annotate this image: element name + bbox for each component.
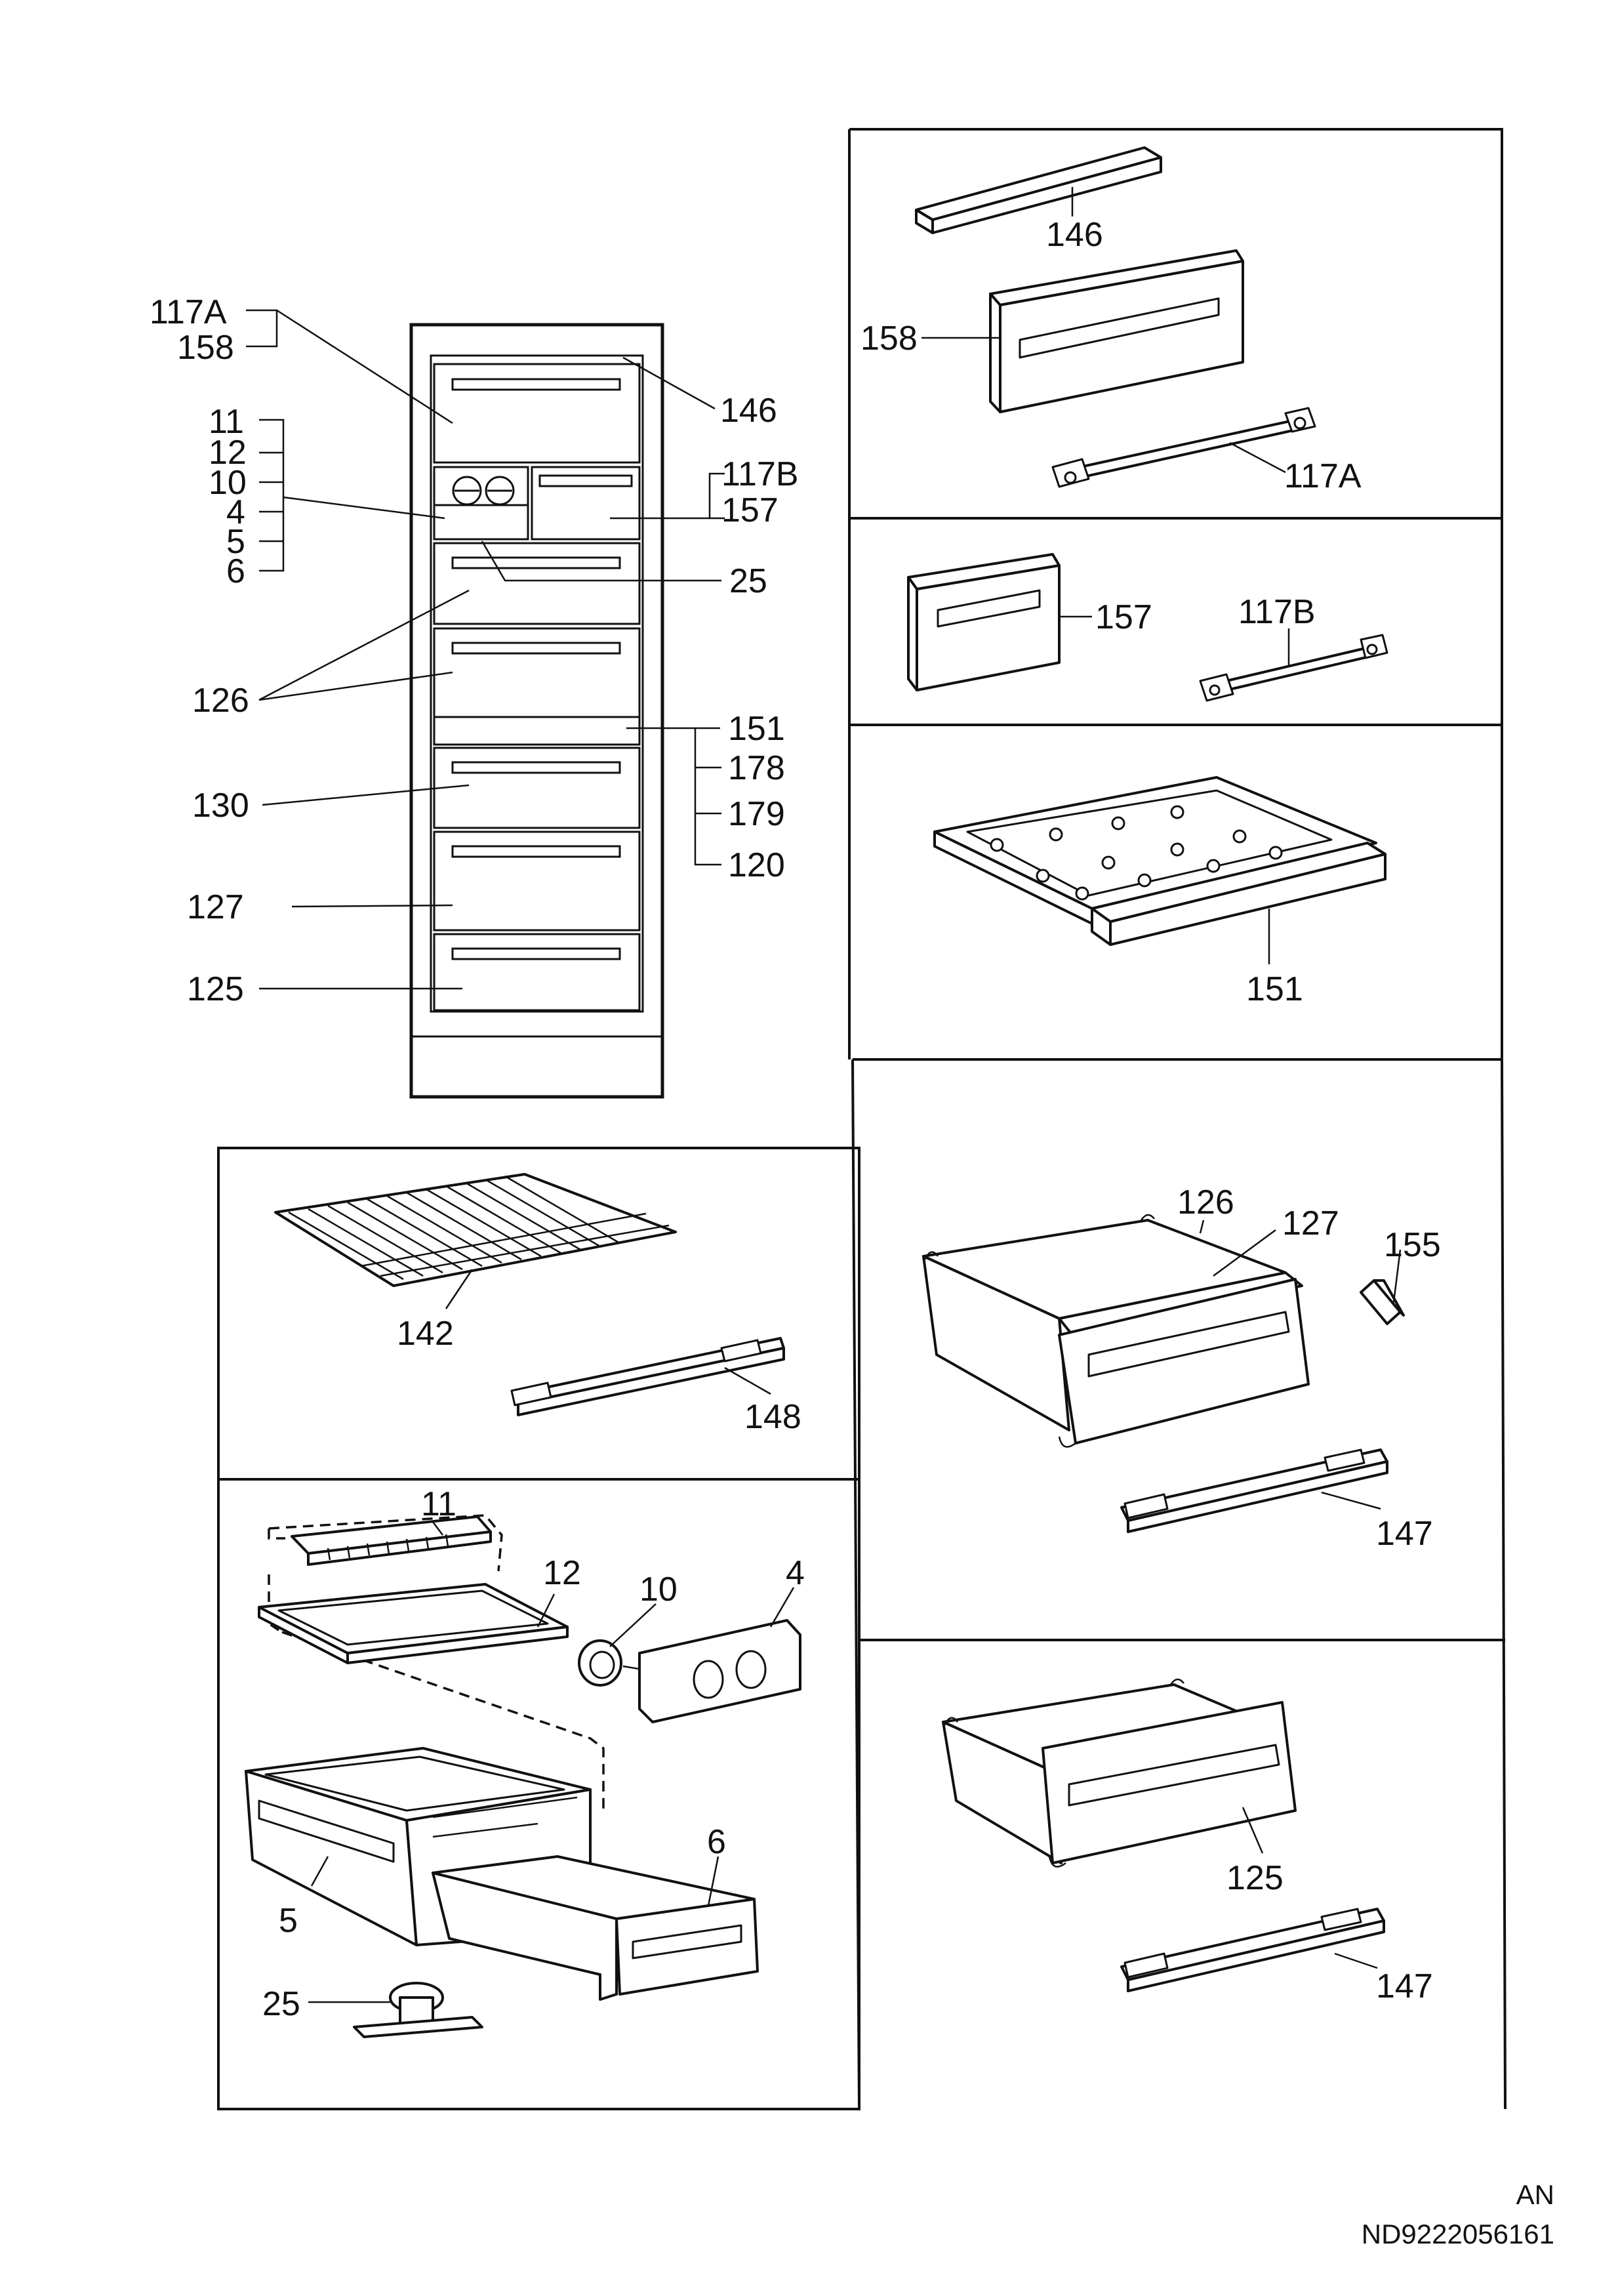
label-12-panel: 12 — [543, 1554, 581, 1592]
label-117B: 117B — [721, 455, 799, 493]
label-130: 130 — [192, 787, 249, 825]
label-158: 158 — [177, 329, 234, 367]
panel-control-assembly: 11 12 10 4 6 5 25 — [245, 1485, 805, 2038]
wire-shelf-bars — [288, 1175, 620, 1281]
part-11-ribs — [327, 1534, 449, 1561]
label-155-panel: 155 — [1384, 1226, 1441, 1264]
label-6-panel: 6 — [707, 1823, 726, 1861]
label-25: 25 — [729, 562, 767, 600]
label-146: 146 — [720, 392, 777, 430]
label-117A-panel: 117A — [1284, 457, 1362, 495]
label-157: 157 — [721, 491, 779, 529]
label-4: 4 — [226, 493, 245, 531]
label-158-panel: 158 — [860, 319, 918, 358]
label-127-panel: 127 — [1282, 1204, 1339, 1242]
footer-code: AN — [1516, 2179, 1554, 2210]
label-120: 120 — [728, 846, 785, 884]
label-147-panel-a: 147 — [1376, 1515, 1433, 1553]
label-146-panel: 146 — [1046, 216, 1103, 254]
panel-146-158-117A: 146 158 117A — [860, 146, 1362, 495]
label-148-panel: 148 — [744, 1398, 801, 1436]
label-5-panel: 5 — [279, 1902, 298, 1940]
label-126-panel: 126 — [1177, 1183, 1234, 1221]
label-151-panel: 151 — [1246, 970, 1303, 1008]
label-125: 125 — [187, 970, 244, 1008]
panel-125-147: 125 147 — [942, 1678, 1433, 2005]
tray-posts — [990, 805, 1283, 901]
panel-frames — [217, 128, 1507, 2110]
footer-ref: ND9222056161 — [1362, 2219, 1554, 2249]
label-12: 12 — [209, 434, 247, 472]
label-142-panel: 142 — [397, 1315, 454, 1353]
panel-151-tray: 151 — [933, 776, 1386, 1008]
label-5: 5 — [226, 523, 245, 561]
label-10: 10 — [209, 464, 247, 502]
label-11-panel: 11 — [421, 1485, 456, 1523]
cabinet-callout-labels: 117A 158 146 11 12 10 4 5 6 117B 157 25 … — [150, 293, 799, 1008]
label-117A: 117A — [150, 293, 227, 331]
freezer-cabinet-front-view — [409, 323, 664, 1099]
label-157-panel: 157 — [1095, 598, 1152, 636]
label-25-panel: 25 — [262, 1985, 300, 2023]
panel-157-117B: 157 117B — [907, 553, 1388, 702]
label-147-panel-b: 147 — [1376, 1967, 1433, 2005]
label-179: 179 — [728, 795, 785, 833]
label-6: 6 — [226, 552, 245, 590]
label-4-panel: 4 — [786, 1554, 805, 1592]
label-10-panel: 10 — [639, 1570, 678, 1609]
label-125-panel: 125 — [1226, 1859, 1284, 1897]
panel-142-148: 142 148 — [274, 1173, 801, 1436]
label-178: 178 — [728, 749, 785, 787]
label-11: 11 — [209, 403, 244, 441]
label-117B-panel: 117B — [1238, 593, 1316, 631]
cabinet-leader-lines — [246, 309, 725, 990]
label-126: 126 — [192, 682, 249, 720]
label-127: 127 — [187, 888, 244, 926]
panel-126-127-155-147: 126 127 155 147 — [922, 1183, 1441, 1553]
label-151: 151 — [728, 710, 785, 748]
